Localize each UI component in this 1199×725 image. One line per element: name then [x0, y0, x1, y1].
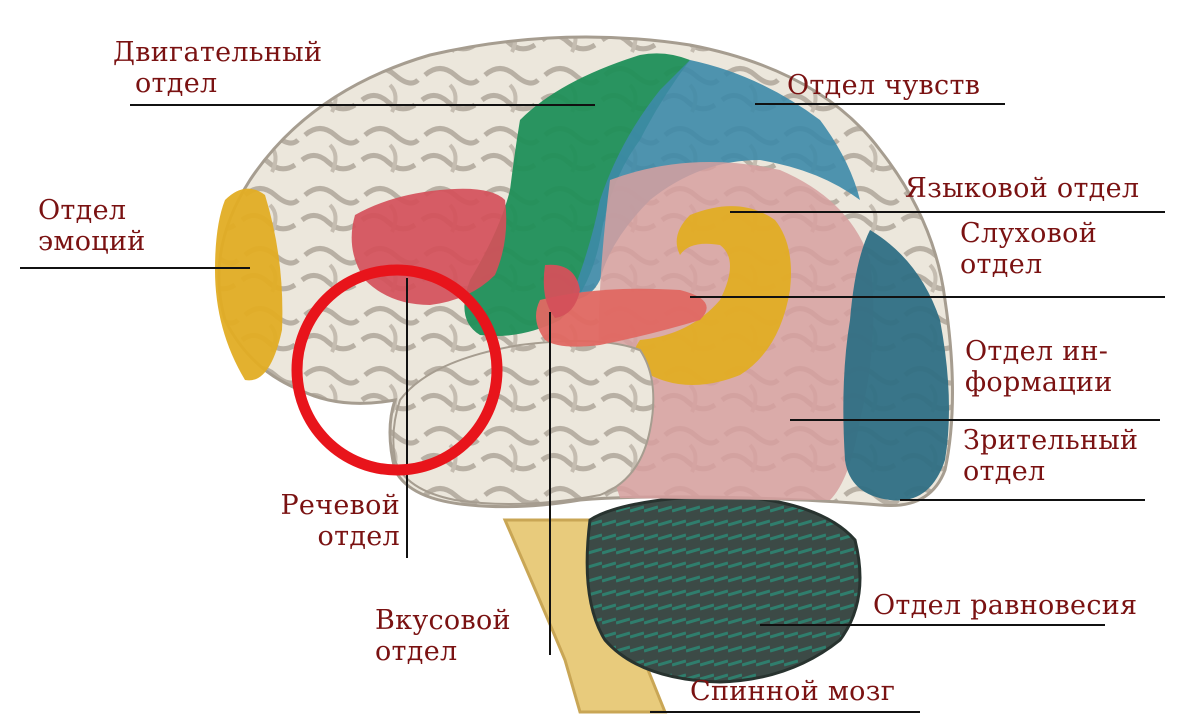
- taste-label-line2: отдел: [375, 636, 511, 667]
- auditory-label-line1: Слуховой: [960, 218, 1097, 249]
- motor-label-line1: Двигательный: [113, 37, 322, 68]
- speech-label: Речевой отдел: [265, 490, 400, 552]
- taste-label: Вкусовой отдел: [375, 605, 511, 667]
- emotion-label: Отдел эмоций: [38, 195, 146, 257]
- sensory-label: Отдел чувств: [787, 70, 980, 101]
- information-label-line1: Отдел ин-: [965, 336, 1113, 367]
- visual-label-line2: отдел: [963, 456, 1138, 487]
- auditory-label-line2: отдел: [960, 249, 1097, 280]
- balance-label: Отдел равновесия: [873, 590, 1137, 621]
- motor-label-line2: отдел: [113, 68, 217, 99]
- emotion-label-line1: Отдел: [38, 195, 146, 226]
- taste-label-line1: Вкусовой: [375, 605, 511, 636]
- emotion-label-line2: эмоций: [38, 226, 146, 257]
- auditory-label: Слуховой отдел: [960, 218, 1097, 280]
- speech-label-line1: Речевой: [280, 490, 400, 521]
- speech-label-line2: отдел: [318, 521, 400, 552]
- visual-label: Зрительный отдел: [963, 425, 1138, 487]
- spinal-label: Спинной мозг: [690, 676, 895, 707]
- motor-label: Двигательный отдел: [113, 37, 322, 99]
- information-label-line2: формации: [965, 367, 1113, 398]
- information-label: Отдел ин- формации: [965, 336, 1113, 398]
- language-label: Языковой отдел: [905, 173, 1139, 204]
- visual-label-line1: Зрительный: [963, 425, 1138, 456]
- cerebellum-shape: [587, 495, 860, 682]
